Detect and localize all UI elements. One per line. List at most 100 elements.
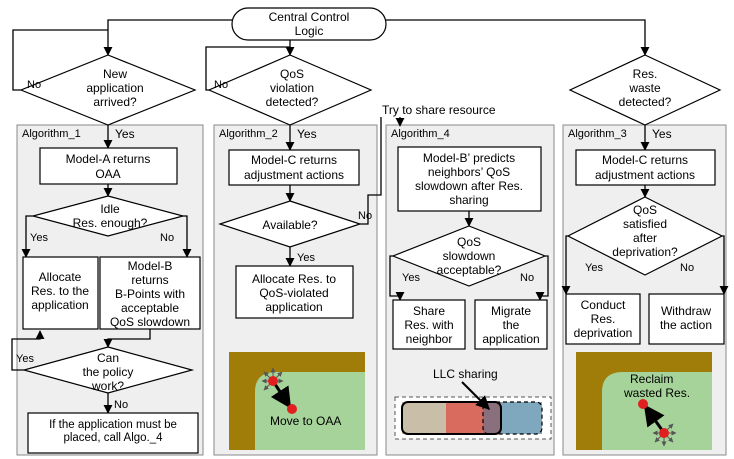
conduct-deprivation-box: Conduct Res. deprivation [565, 293, 641, 345]
new-application-decision: New application arrived? [19, 54, 197, 126]
policy-no-label: No [114, 399, 128, 411]
qos-satisfied-decision: QoS satisfied after deprivation? [566, 196, 724, 276]
central-line-2: Logic [295, 24, 324, 38]
svg-text:acceptable: acceptable [121, 301, 179, 315]
idle-resources-decision: Idle Res. enough? [30, 195, 186, 237]
col1-no-label: No [27, 79, 41, 91]
svg-text:detected?: detected? [619, 95, 672, 109]
svg-text:Withdraw: Withdraw [661, 304, 711, 318]
svg-text:Res.: Res. [633, 67, 658, 81]
algorithm-4-title: Algorithm_4 [391, 128, 450, 140]
col2-yes-label: Yes [297, 127, 317, 141]
available-yes-label: Yes [297, 252, 315, 264]
qos-violation-decision: QoS violation detected? [207, 54, 373, 126]
svg-text:arrived?: arrived? [93, 95, 137, 109]
policy-yes-label: Yes [16, 353, 34, 365]
svg-text:after: after [633, 231, 657, 245]
svg-text:waste: waste [628, 81, 661, 95]
svg-text:Res. with: Res. with [404, 318, 453, 332]
col2-no-label: No [214, 79, 228, 91]
idle-no-label: No [160, 232, 174, 244]
svg-text:application: application [86, 81, 143, 95]
svg-text:Res. to the: Res. to the [31, 284, 89, 298]
svg-text:Model-A returns: Model-A returns [66, 152, 151, 166]
svg-text:violation: violation [270, 81, 314, 95]
svg-text:QoS slowdown: QoS slowdown [110, 315, 190, 329]
svg-text:application: application [482, 332, 539, 346]
col1-no-loop [12, 29, 108, 91]
migrate-box: Migrate the application [474, 299, 548, 350]
satisfied-no-label: No [680, 262, 694, 274]
reclaim-label-1: Reclaim [630, 372, 673, 386]
svg-text:work?: work? [91, 379, 124, 393]
svg-text:returns: returns [131, 273, 168, 287]
withdraw-action-box: Withdraw the action [648, 293, 725, 345]
svg-text:Model-C returns: Model-C returns [251, 153, 337, 167]
llc-sharing-label: LLC sharing [433, 367, 498, 381]
available-no-label: No [358, 210, 372, 222]
svg-text:sharing: sharing [449, 193, 488, 207]
idle-yes-label: Yes [30, 232, 48, 244]
allocate-res-box: Allocate Res. to the application [22, 256, 99, 330]
svg-text:B-Points with: B-Points with [115, 287, 185, 301]
central-line-1: Central Control [269, 10, 350, 24]
central-to-col1-arrow [103, 19, 232, 56]
svg-text:adjustment actions: adjustment actions [595, 168, 695, 182]
policy-work-decision: Can the policy work? [21, 346, 195, 394]
svg-text:deprivation: deprivation [574, 326, 633, 340]
svg-text:slowdown: slowdown [443, 249, 496, 263]
reclaim-label-2: wasted Res. [623, 386, 690, 400]
reclaim-wasted-illustration: Reclaim wasted Res. [576, 352, 712, 450]
svg-text:the: the [503, 318, 520, 332]
svg-text:Conduct: Conduct [581, 298, 626, 312]
call-algo-4-box: If the application must be placed, call … [27, 412, 199, 454]
svg-text:QoS-violated: QoS-violated [259, 286, 328, 300]
svg-text:neighbor: neighbor [406, 332, 453, 346]
svg-text:application: application [31, 298, 88, 312]
svg-text:acceptable?: acceptable? [437, 263, 502, 277]
model-c-box-col2: Model-C returns adjustment actions [228, 149, 360, 186]
svg-text:QoS: QoS [457, 235, 481, 249]
slowdown-acceptable-decision: QoS slowdown acceptable? [391, 225, 547, 287]
svg-text:the action: the action [660, 318, 712, 332]
svg-text:Migrate: Migrate [491, 304, 531, 318]
svg-text:QoS: QoS [633, 203, 657, 217]
svg-text:New: New [103, 67, 127, 81]
svg-text:Idle: Idle [100, 202, 120, 216]
acceptable-no-label: No [520, 272, 534, 284]
svg-text:Allocate: Allocate [39, 270, 82, 284]
svg-text:application: application [265, 300, 322, 314]
model-b-box: Model-B returns B-Points with acceptable… [99, 256, 201, 330]
acceptable-yes-label: Yes [402, 272, 420, 284]
svg-text:Model-C returns: Model-C returns [602, 153, 688, 167]
col2-no-loop [205, 46, 290, 91]
col1-yes-label: Yes [115, 127, 135, 141]
svg-text:neighbors’ QoS: neighbors’ QoS [428, 165, 510, 179]
svg-text:Share: Share [413, 304, 445, 318]
model-c-box-col4: Model-C returns adjustment actions [575, 149, 716, 186]
svg-text:the policy: the policy [83, 365, 134, 379]
svg-text:deprivation?: deprivation? [612, 245, 678, 259]
svg-text:detected?: detected? [266, 95, 319, 109]
svg-text:OAA: OAA [95, 167, 120, 181]
algorithm-2-title: Algorithm_2 [219, 128, 278, 140]
llc-sharing-illustration: LLC sharing [394, 367, 552, 440]
res-waste-decision: Res. waste detected? [568, 54, 722, 126]
central-control-logic: Central Control Logic [231, 7, 387, 41]
algorithm-3-title: Algorithm_3 [568, 128, 627, 140]
svg-text:Available?: Available? [262, 218, 317, 232]
algorithm-1-title: Algorithm_1 [22, 128, 81, 140]
svg-text:adjustment actions: adjustment actions [244, 168, 344, 182]
allocate-qos-box: Allocate Res. to QoS-violated applicatio… [235, 265, 354, 319]
central-to-col4-arrow [386, 19, 650, 56]
svg-text:Res. enough?: Res. enough? [73, 216, 148, 230]
svg-text:Can: Can [97, 351, 119, 365]
satisfied-yes-label: Yes [585, 262, 603, 274]
try-share-label: Try to share resource [382, 103, 496, 117]
col4-yes-label: Yes [652, 127, 672, 141]
model-b-prime-box: Model-B’ predicts neighbors’ QoS slowdow… [397, 146, 542, 212]
svg-text:Model-B’ predicts: Model-B’ predicts [423, 151, 515, 165]
move-to-oaa-illustration: Move to OAA [229, 352, 365, 450]
svg-text:slowdown after Res.: slowdown after Res. [415, 179, 523, 193]
